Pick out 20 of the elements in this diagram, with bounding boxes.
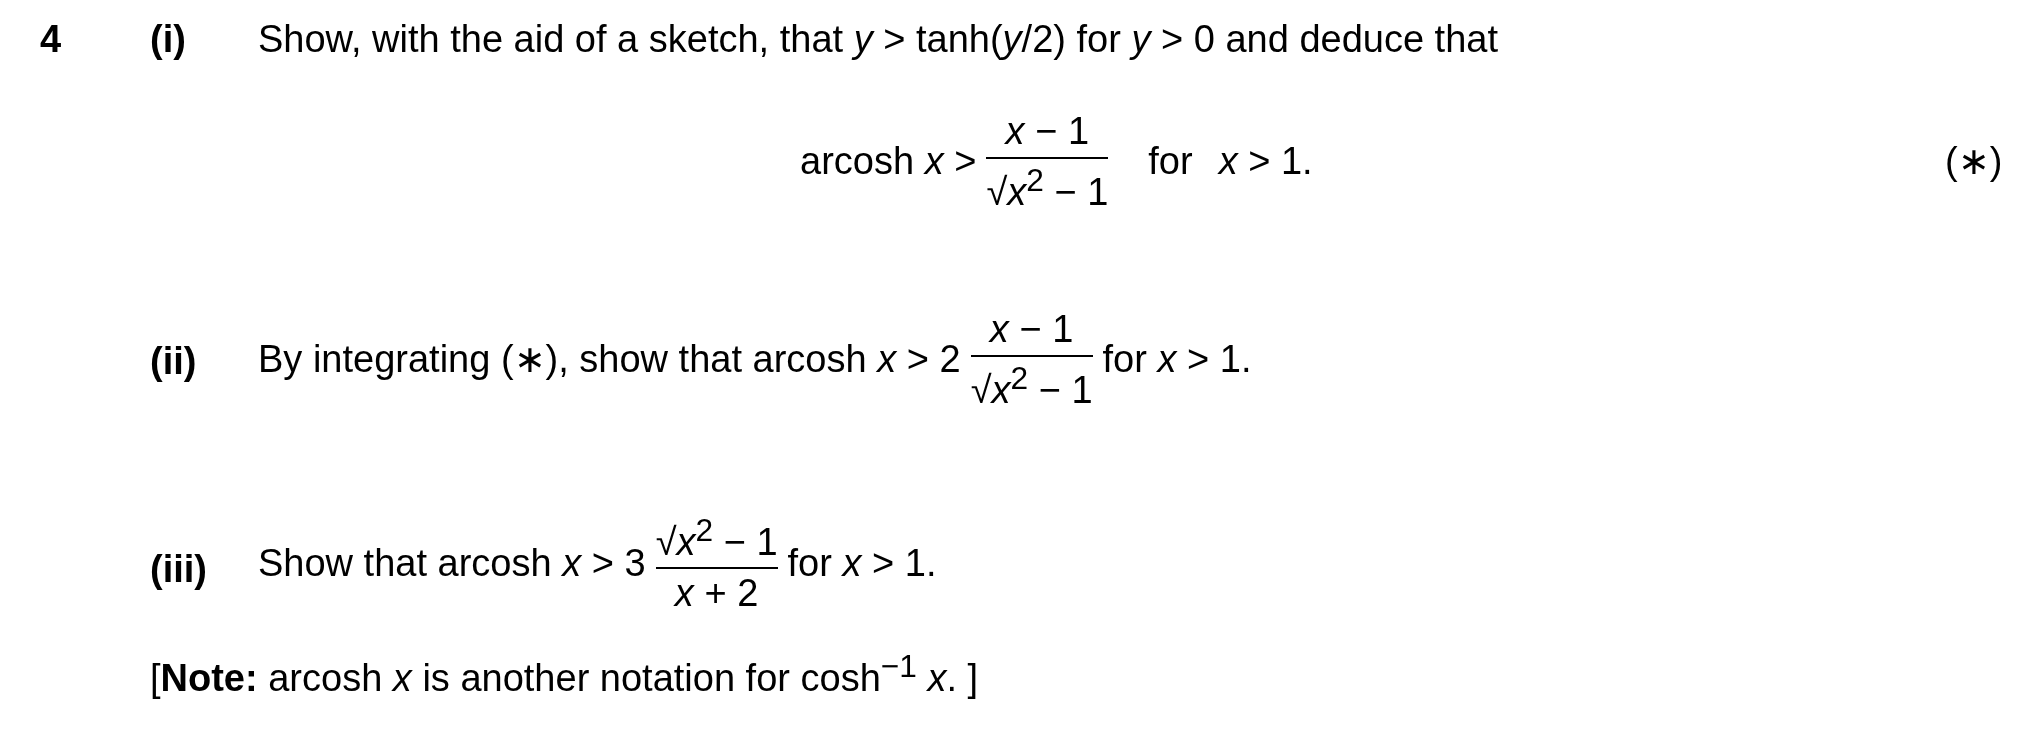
- question-text: Show that arcosh x > 3: [258, 542, 646, 586]
- fraction-denominator: √x$^{2}$ − 1: [970, 359, 1093, 413]
- math-expression: x > 1.: [1218, 140, 1313, 184]
- note-text: [Note: arcosh x is another notation for cosh$^{−1}$ x. ]: [150, 648, 979, 701]
- question-text: for x > 1.: [1102, 338, 1252, 382]
- part-label: (ii): [150, 340, 197, 384]
- question-text: Show, with the aid of a sketch, that y > tanh(y/2) for y > 0 and deduce that: [258, 18, 1498, 62]
- equation-tag: (∗): [1945, 140, 2003, 184]
- part-label: (iii): [150, 548, 207, 592]
- fraction-numerator: x − 1: [1005, 110, 1090, 154]
- math-expression: arcosh x >: [800, 140, 977, 184]
- fraction-denominator: x + 2: [674, 572, 759, 617]
- question-text: By integrating (∗), show that arcosh x > 2: [258, 338, 961, 382]
- fraction-denominator: √x$^{2}$ − 1: [986, 161, 1109, 215]
- question-text: for: [1148, 140, 1193, 184]
- fraction-numerator: √x$^{2}$ − 1: [655, 512, 778, 565]
- fraction-numerator: x − 1: [989, 308, 1074, 352]
- question-text: for x > 1.: [787, 542, 937, 586]
- question-number: 4: [40, 18, 62, 62]
- part-label: (i): [150, 18, 186, 62]
